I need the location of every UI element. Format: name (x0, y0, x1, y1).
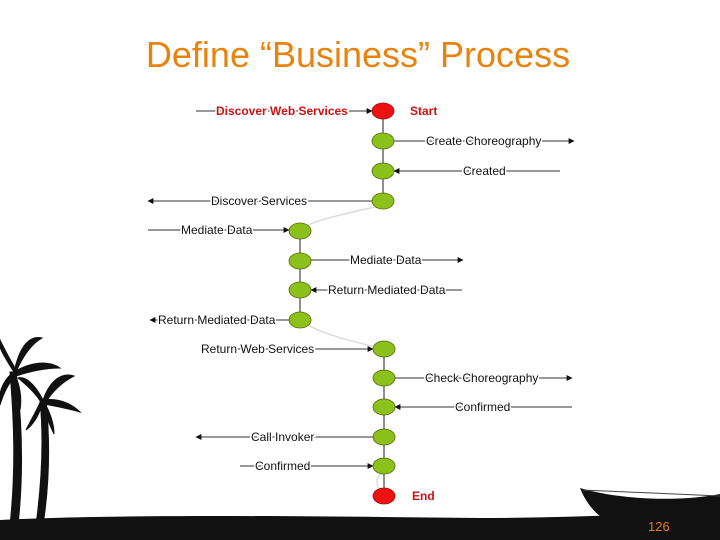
label-confirmed-in: Confirmed (455, 400, 510, 414)
node-step (371, 132, 395, 150)
label-check-choreography: Check Choreography (425, 371, 538, 385)
node-step (372, 340, 396, 358)
node-step (288, 311, 312, 329)
label-call-invoker: Call Invoker (251, 430, 314, 444)
process-nodes (288, 102, 396, 505)
node-step (372, 398, 396, 416)
label-discover-web-services: Discover Web Services (216, 104, 348, 118)
ground-silhouette (0, 512, 720, 540)
label-start: Start (410, 104, 437, 118)
label-mediate-data-in: Mediate Data (181, 223, 253, 237)
node-step (372, 457, 396, 475)
node-step (372, 428, 396, 446)
message-labels: Discover Web Services Start Create Chore… (157, 103, 543, 505)
node-step (371, 192, 395, 210)
label-return-web-services: Return Web Services (201, 342, 314, 356)
label-create-choreography: Create Choreography (426, 134, 541, 148)
label-created: Created (463, 164, 506, 178)
palm-silhouette (0, 336, 82, 526)
label-confirmed-out: Confirmed (255, 459, 310, 473)
label-return-mediated-data-out: Return Mediated Data (158, 313, 276, 327)
node-end (372, 487, 396, 505)
node-step (288, 281, 312, 299)
node-step (288, 222, 312, 240)
page-number: 126 (648, 519, 670, 534)
node-step (288, 252, 312, 270)
node-step (372, 369, 396, 387)
canoe-silhouette (580, 488, 720, 526)
message-lines (147, 108, 575, 469)
canoe-rim (581, 489, 720, 497)
node-step (371, 162, 395, 180)
label-return-mediated-data-in: Return Mediated Data (328, 283, 446, 297)
slide-title: Define “Business” Process (145, 34, 571, 75)
label-discover-services: Discover Services (211, 194, 307, 208)
node-start (371, 102, 395, 120)
label-end: End (412, 489, 435, 503)
label-mediate-data-out: Mediate Data (350, 253, 422, 267)
